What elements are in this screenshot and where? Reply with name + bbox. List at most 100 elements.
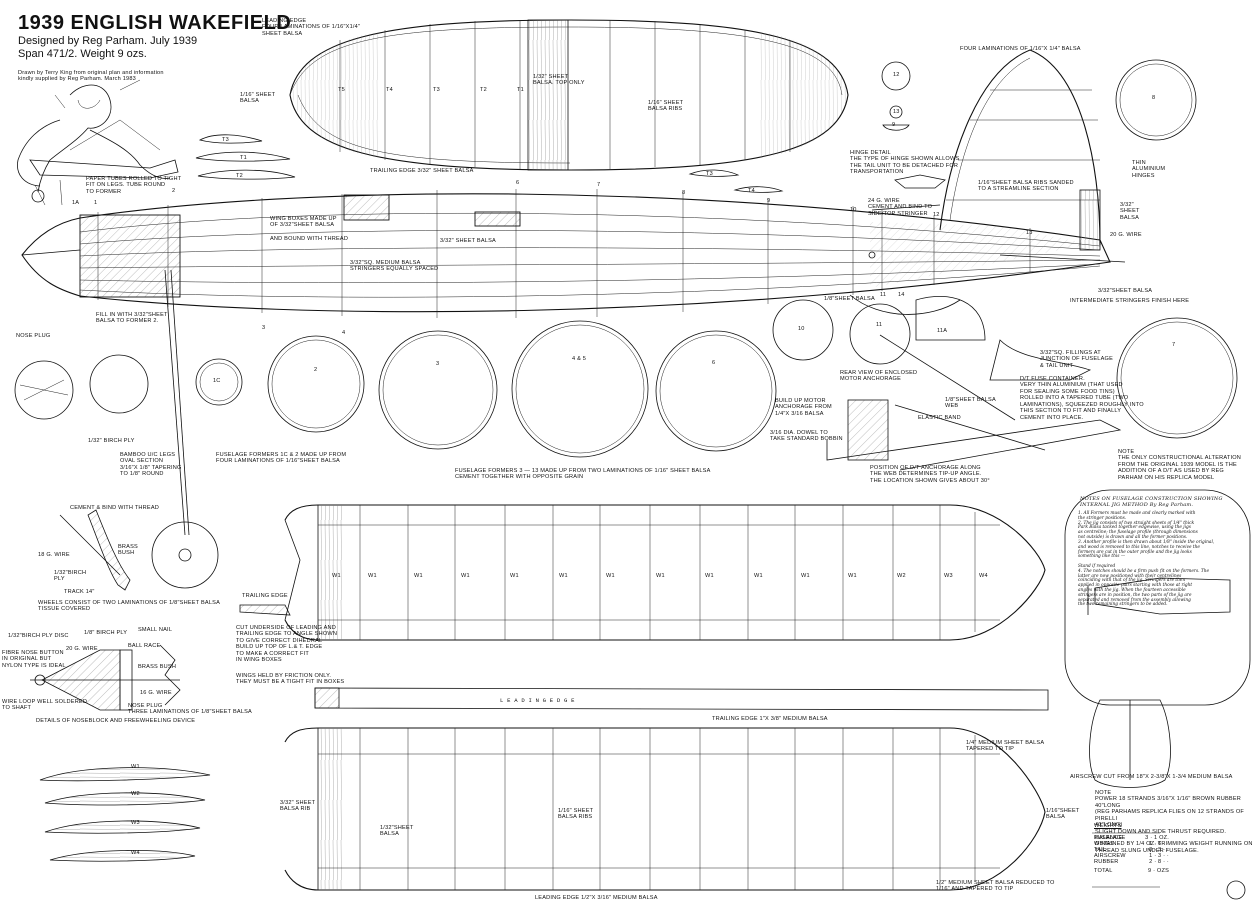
wing-section-label: W1 xyxy=(131,764,140,770)
hinge-detail xyxy=(871,174,946,211)
wire-20-label: 20 G. WIRE xyxy=(66,646,98,652)
tail-rib-sections xyxy=(195,134,784,193)
formers-3-13-label: FUSELAGE FORMERS 3 — 13 MADE UP FROM TWO… xyxy=(455,468,711,481)
brass-bush-label: BRASS BUSH xyxy=(118,544,138,557)
former-label: 2 xyxy=(314,367,318,373)
weight-total-value: 9 · OZS xyxy=(1148,868,1169,874)
medium-sheet-label: 1/4" MEDIUM SHEET BALSA TAPERED TO TIP xyxy=(966,740,1045,753)
sheet-rib-label: 3/32" SHEET BALSA RIB xyxy=(280,800,316,813)
sheet-3-32b-label: 3/32"SHEET BALSA xyxy=(1098,288,1153,294)
tail-section-label: T3 xyxy=(706,171,713,177)
former-number: 10 xyxy=(850,207,857,213)
former-number: 6 xyxy=(516,180,520,186)
tail-top-only-label: 1/32" SHEET BALSA. TOP ONLY xyxy=(533,74,585,87)
friction-label: WINGS HELD BY FRICTION ONLY. THEY MUST B… xyxy=(236,673,345,686)
brass-bush-2-label: BRASS BUSH xyxy=(138,664,177,670)
nose-plug-label: NOSE PLUG xyxy=(16,333,51,339)
dt-position-label: POSITION OF D/T ANCHORAGE ALONG THE WEB … xyxy=(870,465,990,484)
wire-24-label: 24 G. WIRE CEMENT AND BIND TO SIDE/TOP S… xyxy=(868,198,933,217)
wing-rib-label: W1 xyxy=(801,573,810,579)
wing-leading-edge-side xyxy=(314,687,1049,711)
weight-label: TAIL xyxy=(1094,847,1107,853)
wing-rib-label: W2 xyxy=(897,573,906,579)
weights-table: FUSELAGE 3 · 1 OZ. WINGS 1 · 6 · · TAIL … xyxy=(1094,835,1169,874)
former-label: 11A xyxy=(937,328,948,334)
former-label: 11 xyxy=(876,322,883,328)
wing-planform-bottom xyxy=(284,727,1046,891)
sheet-1-8-label: 1/8"SHEET BALSA xyxy=(824,296,875,302)
fuselage-side-view xyxy=(21,189,1126,318)
wing-rib-label: W1 xyxy=(332,573,341,579)
wing-section-label: W2 xyxy=(131,791,140,797)
weight-label: RUBBER xyxy=(1094,859,1119,865)
weight-value: 0 · 3 · · xyxy=(1149,847,1169,853)
wing-section-label: W3 xyxy=(131,820,140,826)
wing-rib-label: W4 xyxy=(979,573,988,579)
cut-under-label: CUT UNDERSIDE OF LEADING AND TRAILING ED… xyxy=(236,625,338,664)
small-formers xyxy=(881,59,1197,141)
wing-rib-label: W1 xyxy=(414,573,423,579)
tail-section-label: T1 xyxy=(240,155,247,161)
wing-rib-label: W1 xyxy=(705,573,714,579)
notes-panel-frame xyxy=(1064,489,1251,706)
former-number: 1A xyxy=(72,200,80,206)
birch-ply-18-label: 1/8" BIRCH PLY xyxy=(84,630,128,636)
dt-fuse-label: D/T FUSE CONTAINER. VERY THIN ALUMINIUM … xyxy=(1020,376,1144,421)
wing-rib-label: W1 xyxy=(368,573,377,579)
former-label: 10 xyxy=(798,326,805,332)
wing-rib-sections xyxy=(39,767,211,862)
former-label: 13 xyxy=(893,109,900,115)
tail-rib-label: T1 xyxy=(517,87,524,93)
former-number: 2 xyxy=(172,188,176,194)
fibre-label: FIBRE NOSE BUTTON IN ORIGINAL BUT NYLON … xyxy=(2,650,66,669)
intermediate-label: INTERMEDIATE STRINGERS FINISH HERE xyxy=(1070,298,1190,304)
weights-row: TAIL 0 · 3 · · xyxy=(1094,847,1169,853)
wing-planform-top xyxy=(284,504,1046,641)
trailing-edge-detail xyxy=(239,604,291,616)
tail-leading-edge-label: LEADING EDGE FOUR LAMINATIONS OF 1/16"X1… xyxy=(262,18,361,37)
wing-rib-label: W1 xyxy=(559,573,568,579)
former-label: 4 & 5 xyxy=(572,356,587,362)
former-number: 3 xyxy=(262,325,266,331)
bound-label: AND BOUND WITH THREAD xyxy=(270,236,349,242)
weight-total-label: TOTAL xyxy=(1094,868,1113,874)
wing-rib-label: W1 xyxy=(848,573,857,579)
airscrew-label: AIRSCREW CUT FROM 18"X 2-3/8"X 1-3/4 MED… xyxy=(1070,774,1233,780)
formers-1c2-label: FUSELAGE FORMERS 1C & 2 MADE UP FROM FOU… xyxy=(216,452,347,465)
wing-leading-edge-label: L E A D I N G E D G E xyxy=(500,697,575,704)
motor-anchorage xyxy=(826,334,1122,471)
wing-boxes-label: WING BOXES MADE UP OF 3/32"SHEET BALSA xyxy=(270,216,337,229)
disc-label: 1/32"BIRCH PLY DISC xyxy=(8,633,69,639)
weight-value: 2 · 8 · · xyxy=(1149,859,1169,865)
former-label: 1C xyxy=(213,378,221,384)
tail-section-label: T2 xyxy=(236,173,243,179)
stamp-icon xyxy=(1226,880,1246,900)
birch-ply-32-label: 1/32"BIRCH PLY xyxy=(54,570,87,583)
fin-ribs-label: 1/16"SHEET BALSA RIBS SANDED TO A STREAM… xyxy=(978,180,1074,193)
airscrew xyxy=(1089,699,1171,788)
tail-ribs-label: 1/16" SHEET BALSA RIBS xyxy=(648,100,684,113)
wheels-label: WHEELS CONSIST OF TWO LAMINATIONS OF 1/8… xyxy=(38,600,220,613)
weights-row: FUSELAGE 3 · 1 OZ. xyxy=(1094,835,1169,841)
sheet-right-label: 1/16"SHEET BALSA xyxy=(1046,808,1080,821)
tail-section-label: T4 xyxy=(748,188,755,194)
former-number: 14 xyxy=(898,292,905,298)
wing-leading-edge-bottom: LEADING EDGE 1/2"X 3/16" MEDIUM BALSA xyxy=(535,895,658,901)
tail-rib-label: T5 xyxy=(338,87,345,93)
fin-wire-label: 20 G. WIRE xyxy=(1110,232,1142,238)
tail-rib-label: T2 xyxy=(480,87,487,93)
weights-row: AIRSCREW 1 · 3 · · xyxy=(1094,853,1169,859)
sheet-3-32-label: 3/32" SHEET BALSA xyxy=(440,238,496,244)
wire-16-label: 16 G. WIRE xyxy=(140,690,172,696)
tail-rib-label: T4 xyxy=(386,87,393,93)
bamboo-label: BAMBOO U/C LEGS OVAL SECTION 3/16"X 1/8"… xyxy=(120,452,182,478)
weight-label: AIRSCREW xyxy=(1094,853,1126,859)
tailplane-planform xyxy=(289,19,849,171)
weights-title: WEIGHTS xyxy=(1094,823,1122,829)
former-number: 4 xyxy=(342,330,346,336)
tail-sheet-label: 1/16" SHEET BALSA xyxy=(240,92,276,105)
jig-notes-body: 1. All Formers must be made and clearly … xyxy=(1078,511,1215,608)
drawn-by: Drawn by Terry King from original plan a… xyxy=(18,70,164,83)
reduced-label: 1/2" MEDIUM SHEET BALSA REDUCED TO 1/16"… xyxy=(936,880,1055,893)
former-number: 12 xyxy=(933,212,940,218)
